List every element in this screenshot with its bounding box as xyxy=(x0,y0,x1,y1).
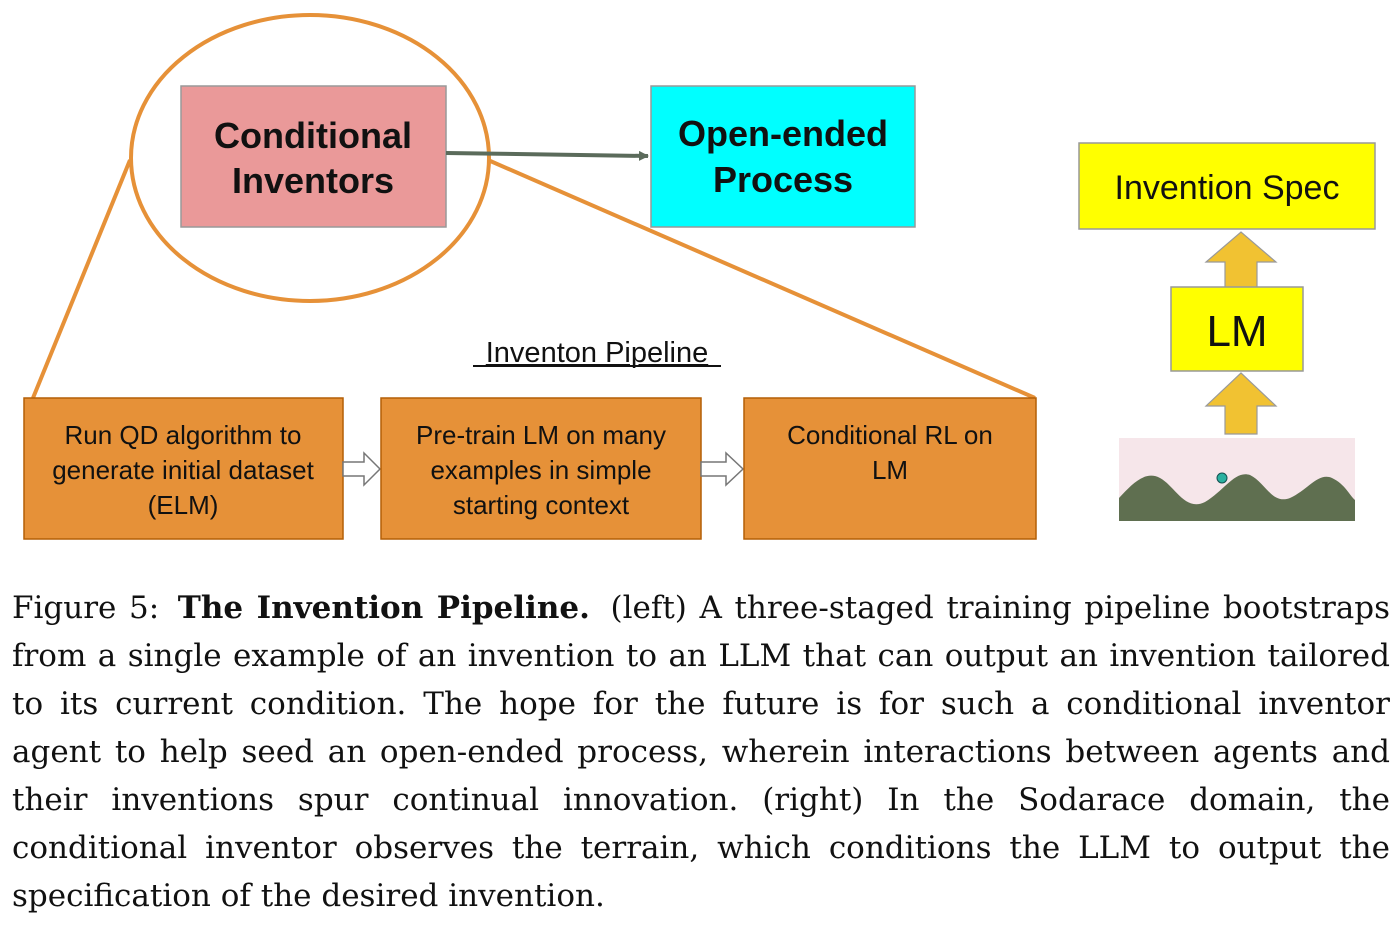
open-ended-process-node: Open-ended Process xyxy=(650,85,916,228)
focus-ellipse xyxy=(129,13,491,303)
stage-1-line-1: Run QD algorithm to xyxy=(65,420,302,450)
stage-2-line-1: Pre-train LM on many xyxy=(416,420,666,450)
caption-lead: Figure 5: xyxy=(12,590,160,626)
up-arrow-bottom xyxy=(1204,372,1278,435)
stage-3-line-2: LM xyxy=(872,455,908,485)
terrain-image xyxy=(1119,438,1355,521)
stage-arrow-1 xyxy=(342,451,382,487)
sodarace-agent-icon xyxy=(1216,472,1228,484)
conditional-inventors-node: Conditional Inventors xyxy=(180,85,447,228)
stage-2-line-3: starting context xyxy=(453,490,630,520)
figure-caption: Figure 5: The Invention Pipeline. (left)… xyxy=(12,584,1390,920)
stage-2-line-2: examples in simple xyxy=(430,455,651,485)
lm-node: LM xyxy=(1170,286,1304,372)
invention-spec-label: Invention Spec xyxy=(1115,169,1340,207)
stage-3-line-1: Conditional RL on xyxy=(787,420,993,450)
figure-diagram: Conditional Inventors Open-ended Process… xyxy=(23,13,1376,540)
pipeline-title: Inventon Pipeline xyxy=(486,337,709,369)
open-ended-line-2: Process xyxy=(713,159,853,200)
zoom-line-right xyxy=(487,158,1036,400)
up-arrow-top xyxy=(1204,231,1278,289)
caption-body: (left) A three-staged training pipeline … xyxy=(12,590,1391,914)
conditional-inventors-line-2: Inventors xyxy=(232,160,394,201)
caption-title: The Invention Pipeline. xyxy=(177,590,590,626)
lm-label: LM xyxy=(1206,307,1267,356)
stage-2-node: Pre-train LM on many examples in simple … xyxy=(380,397,702,540)
open-ended-line-1: Open-ended xyxy=(678,113,888,154)
stage-arrow-2 xyxy=(700,451,745,487)
zoom-line-left xyxy=(31,159,132,399)
stage-1-node: Run QD algorithm to generate initial dat… xyxy=(23,397,344,540)
flow-arrow xyxy=(445,150,649,161)
stage-3-node: Conditional RL on LM xyxy=(743,397,1037,540)
stage-1-line-2: generate initial dataset xyxy=(52,455,314,485)
invention-spec-node: Invention Spec xyxy=(1078,142,1376,230)
stage-1-line-3: (ELM) xyxy=(148,490,219,520)
conditional-inventors-line-1: Conditional xyxy=(214,115,412,156)
